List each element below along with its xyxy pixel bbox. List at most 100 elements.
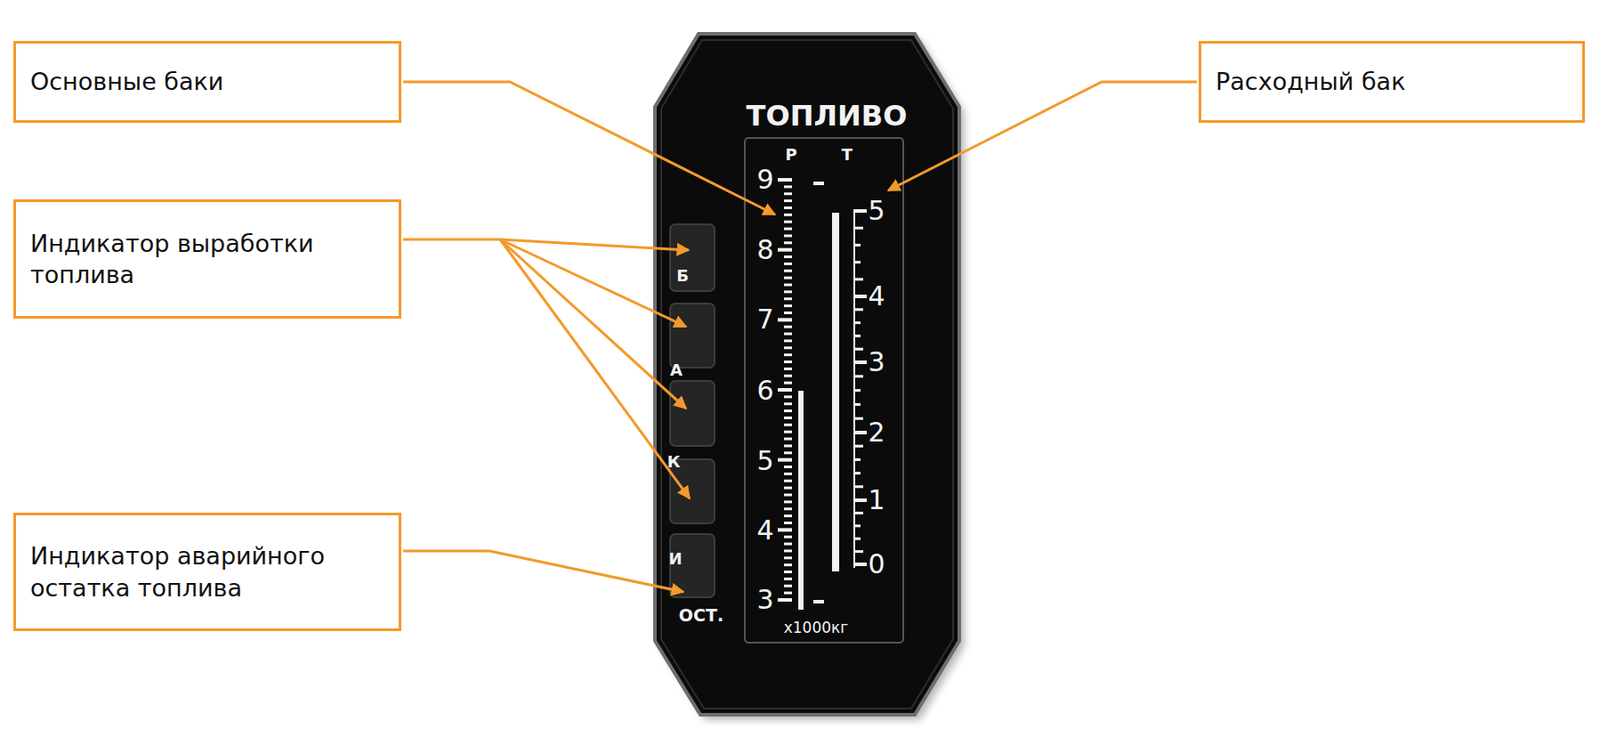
scale-tick bbox=[783, 465, 792, 469]
scale-tick bbox=[783, 185, 792, 188]
gauge-label: Т bbox=[841, 146, 853, 163]
gauge-label: x1000кг bbox=[783, 620, 849, 636]
scale-tick bbox=[855, 360, 867, 364]
callout-text: Индикатор аварийного остатка топлива bbox=[30, 540, 385, 603]
main-tanks-bar bbox=[798, 390, 804, 610]
callout-box: Индикатор выработки топлива bbox=[13, 199, 402, 319]
scale-tick bbox=[783, 220, 792, 224]
leader-line bbox=[403, 550, 684, 592]
scale-tick bbox=[783, 514, 792, 518]
scale-tick bbox=[855, 321, 861, 324]
gauge-label: 9 bbox=[756, 166, 774, 194]
gauge-label: 5 bbox=[756, 447, 774, 475]
leader-line bbox=[500, 239, 687, 409]
leader-line bbox=[403, 81, 776, 215]
scale-tick bbox=[783, 423, 792, 427]
scale-tick bbox=[783, 304, 792, 308]
gauge-housing bbox=[654, 33, 960, 715]
scale-tick bbox=[855, 209, 867, 213]
callout-box: Расходный бак bbox=[1198, 40, 1585, 123]
scale-tick bbox=[855, 388, 861, 392]
scale-spine bbox=[853, 209, 856, 568]
scale-tick bbox=[783, 430, 792, 434]
scale-tick bbox=[783, 367, 792, 371]
scale-tick bbox=[783, 542, 792, 546]
scale-tick bbox=[783, 192, 792, 195]
scale-tick bbox=[783, 311, 792, 315]
scale-tick bbox=[783, 584, 792, 588]
gauge-label: 1 bbox=[867, 486, 885, 514]
scale-ticks bbox=[777, 177, 867, 602]
callout-text: Расходный бак bbox=[1215, 65, 1406, 97]
callout-box: Основные баки bbox=[13, 40, 402, 123]
scale-tick bbox=[783, 437, 792, 441]
scale-tick bbox=[855, 334, 861, 338]
scale-tick bbox=[783, 381, 792, 385]
scale-tick bbox=[783, 507, 792, 510]
scale-tick bbox=[783, 374, 792, 378]
scale-tick bbox=[783, 591, 792, 595]
scale-tick bbox=[783, 402, 792, 405]
scale-tick bbox=[783, 346, 792, 349]
scale-tick bbox=[855, 307, 864, 311]
gauge-label: А bbox=[670, 362, 683, 379]
scale-tick bbox=[777, 248, 792, 252]
gauge-label: Р bbox=[784, 146, 797, 163]
gauge-label: 5 bbox=[867, 197, 885, 225]
leader-lines bbox=[403, 81, 1197, 592]
indicator-lamp bbox=[670, 224, 715, 291]
scale-tick bbox=[777, 527, 792, 532]
scale-tick bbox=[783, 339, 792, 342]
gauge-label: 7 bbox=[756, 306, 774, 333]
gauge-bevel bbox=[661, 40, 954, 709]
scale-tick bbox=[783, 472, 792, 476]
scale-tick bbox=[777, 387, 792, 392]
scale-tick bbox=[777, 458, 792, 462]
scale-tick bbox=[783, 227, 792, 231]
scale-tick bbox=[855, 549, 864, 553]
bar-marker bbox=[813, 181, 825, 186]
scale-tick bbox=[783, 283, 792, 287]
scale-tick bbox=[855, 243, 861, 247]
scale-tick bbox=[783, 570, 792, 574]
scale-tick bbox=[783, 360, 792, 364]
scale-tick bbox=[783, 213, 792, 217]
scale-tick bbox=[783, 297, 792, 300]
leader-line bbox=[403, 239, 689, 251]
scale-tick bbox=[855, 562, 867, 566]
scale-tick bbox=[855, 226, 864, 230]
scale-tick bbox=[783, 563, 792, 566]
scale-tick bbox=[783, 486, 792, 490]
scale-tick bbox=[855, 458, 861, 461]
gauge-label: 6 bbox=[756, 377, 774, 405]
scale-tick bbox=[783, 521, 792, 525]
indicator-lamp bbox=[670, 303, 715, 368]
scale-tick bbox=[855, 471, 861, 475]
scale-tick bbox=[855, 484, 864, 488]
gauge-label: 2 bbox=[867, 419, 885, 446]
scale-tick bbox=[783, 199, 792, 203]
scale-tick bbox=[855, 524, 861, 527]
scale-tick bbox=[855, 294, 867, 299]
callout-box: Индикатор аварийного остатка топлива bbox=[13, 512, 402, 631]
scale-tick bbox=[783, 556, 792, 559]
scale-tick bbox=[783, 409, 792, 413]
indicator-lamps bbox=[670, 224, 715, 598]
scale-tick bbox=[783, 493, 792, 497]
scale-tick bbox=[783, 395, 792, 398]
scale-tick bbox=[777, 597, 792, 602]
scale-tick bbox=[783, 269, 792, 273]
gauge-label: К bbox=[667, 453, 681, 470]
callout-text: Индикатор выработки топлива bbox=[30, 227, 385, 291]
callout-text: Основные баки bbox=[30, 65, 224, 97]
scale-tick bbox=[855, 374, 864, 378]
leader-line bbox=[500, 239, 690, 499]
scale-tick bbox=[855, 260, 861, 264]
leader-line bbox=[500, 239, 687, 327]
gauge-label: 8 bbox=[756, 236, 774, 264]
scale-tick bbox=[777, 177, 792, 182]
scale-tick bbox=[783, 276, 792, 280]
scale-tick bbox=[783, 262, 792, 266]
scale-tick bbox=[783, 444, 792, 447]
scale-frame bbox=[744, 137, 904, 643]
